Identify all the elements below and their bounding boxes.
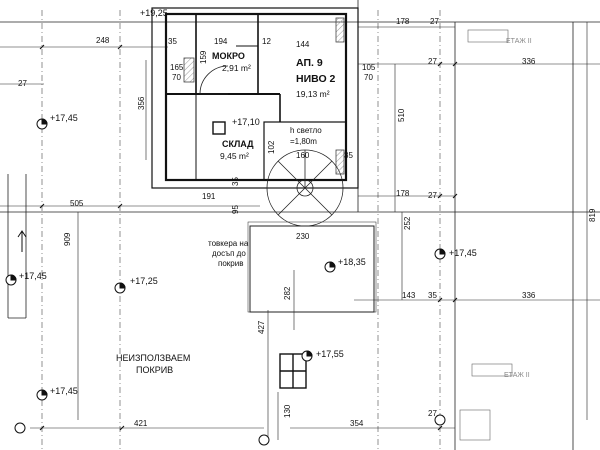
dim-248: 248 [96,36,110,45]
terrace-outline [247,221,377,313]
dim-27e: 27 [428,409,437,418]
dim-95: 95 [231,205,240,214]
level-left-low: +17,45 [50,386,78,396]
beam-note-1: товкера на [208,239,249,248]
clear-height-label: h светло [290,126,322,135]
dim-12: 12 [262,37,271,46]
level-terrace: +18,35 [338,257,366,267]
level-top: +19,25 [140,8,168,18]
dim-191: 191 [202,192,216,201]
dimension-ticks [39,44,458,431]
roof-label-2: ПОКРИВ [136,365,174,375]
clear-height-value: =1,80m [290,137,317,146]
level-right-mid: +17,45 [449,248,477,258]
dim-35a: 35 [168,37,177,46]
dimension-lines [0,22,600,440]
apartment-label: АП. 9 [296,57,323,69]
room-sklad-area: 9,45 m² [220,151,249,161]
spiral-staircase [266,149,344,227]
dim-35c: 35 [231,177,240,186]
apartment-area: 19,13 m² [296,89,330,99]
dim-505: 505 [70,199,84,208]
dim-194: 194 [214,37,228,46]
apartment-level: НИВО 2 [296,73,336,85]
level-markers [5,118,446,446]
beam-note-3: покрив [218,259,244,268]
beam-note-2: досъп до [212,249,246,258]
dim-356: 356 [137,96,146,110]
neighbour-lower: ЕТАЖ II [504,372,530,379]
dim-102: 102 [267,140,276,154]
room-mokro-area: 2,91 m² [222,63,251,73]
level-center-mid: +17,25 [130,276,158,286]
dim-27d: 27 [18,79,27,88]
dim-105: 105 [362,63,376,72]
dim-35b: 35 [344,151,353,160]
dim-178b: 178 [396,189,410,198]
dim-27c: 27 [428,191,437,200]
dim-909: 909 [63,232,72,246]
dim-27b: 27 [428,57,437,66]
dim-70a: 70 [172,73,181,82]
dim-336b: 336 [522,291,536,300]
room-mokro-name: МОКРО [212,51,245,61]
dim-130: 130 [283,404,292,418]
dim-143: 143 [402,291,416,300]
dim-230: 230 [296,232,310,241]
roof-label-1: НЕИЗПОЛЗВАЕМ [116,353,191,363]
level-left-upper: +17,45 [50,113,78,123]
level-inner: +17,10 [232,117,260,127]
dim-819: 819 [588,208,597,222]
dim-165: 165 [170,63,184,72]
dim-427: 427 [257,320,266,334]
dim-70b: 70 [364,73,373,82]
door-swing [199,65,229,95]
dim-252: 252 [403,216,412,230]
grid-lines [41,10,441,450]
apartment-walls [151,7,359,189]
dim-336a: 336 [522,57,536,66]
dim-144: 144 [296,40,310,49]
neighbour-upper: ЕТАЖ II [506,38,532,45]
dim-160: 160 [296,151,310,160]
note-boxes [459,29,513,441]
dim-510: 510 [397,108,406,122]
dim-159: 159 [199,50,208,64]
dim-282: 282 [283,286,292,300]
dim-421: 421 [134,419,148,428]
dim-35d: 35 [428,291,437,300]
dim-178a: 178 [396,17,410,26]
dim-354: 354 [350,419,364,428]
room-sklad-name: СКЛАД [222,139,254,149]
hatched-elements [183,17,345,175]
dim-27a: 27 [430,17,439,26]
stair-boxes [212,121,307,389]
direction-arrow [17,230,27,252]
level-left-mid: +17,45 [19,271,47,281]
level-stair-low: +17,55 [316,349,344,359]
